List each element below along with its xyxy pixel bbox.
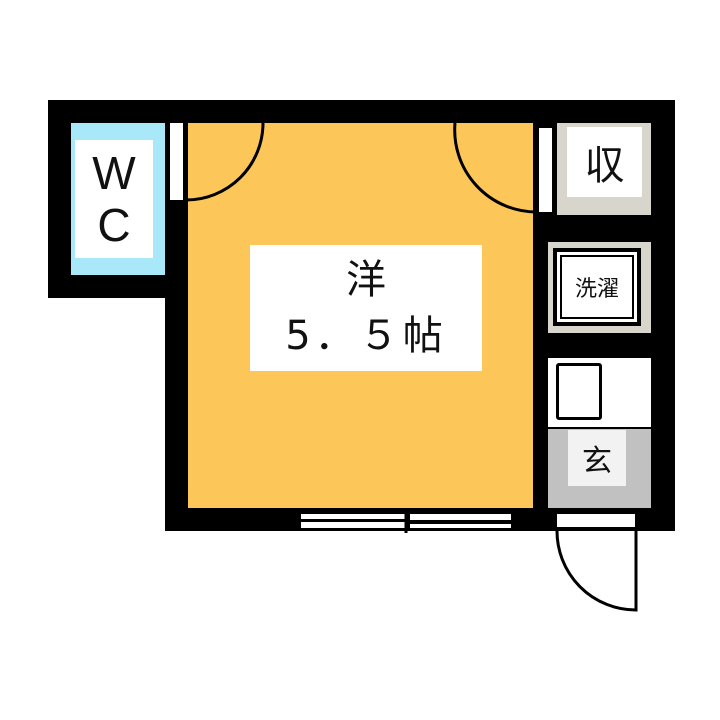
wall-right	[651, 100, 675, 531]
western-room-type: 洋	[346, 257, 386, 303]
room-door-opening[interactable]	[539, 128, 552, 212]
wall-wc-bottom	[48, 275, 188, 298]
wall-storage-bottom	[533, 215, 673, 242]
storage-label: 収	[567, 127, 642, 197]
western-room-label: 洋 5．５帖	[250, 245, 482, 371]
wc-label: W C	[75, 140, 153, 258]
entrance-label: 玄	[568, 430, 626, 486]
western-room-size: 5．５帖	[285, 313, 447, 359]
window-pane-right-bottom	[410, 524, 511, 528]
entrance-label-text: 玄	[582, 444, 612, 479]
wc-door-opening[interactable]	[170, 123, 183, 200]
entrance-door-swing-icon	[555, 529, 638, 612]
storage-label-text: 収	[584, 143, 625, 189]
window-pane-left-top	[301, 514, 407, 519]
window-pane-right-top	[410, 514, 511, 520]
entrance-door-opening[interactable]	[557, 514, 635, 527]
window-pane-left-bottom	[301, 522, 405, 528]
wc-label-line1: W	[92, 147, 136, 199]
window[interactable]	[301, 514, 511, 528]
wc-label-line2: C	[97, 199, 131, 251]
wall-room-left	[165, 100, 188, 531]
laundry-label-text: 洗濯	[574, 277, 619, 302]
sink-icon	[556, 363, 602, 420]
wall-top	[48, 100, 672, 123]
wall-laundry-left	[533, 240, 548, 508]
laundry-label: 洗濯	[562, 257, 632, 317]
room-door-swing-icon	[453, 122, 538, 214]
kitchen-divider	[548, 427, 651, 429]
wall-laundry-bottom	[535, 333, 673, 358]
wall-wc-left	[48, 100, 71, 298]
wc-door-swing-icon	[185, 122, 265, 202]
